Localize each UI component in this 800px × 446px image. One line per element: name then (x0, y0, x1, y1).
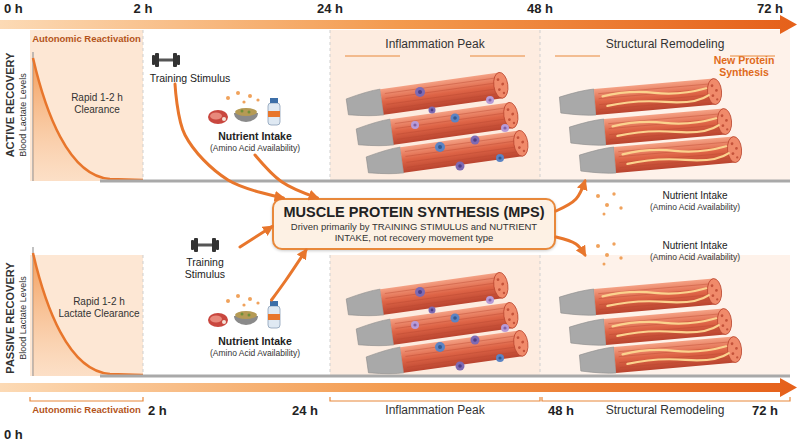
food-icon (208, 91, 280, 125)
nutrient-node: Nutrient Intake (Amino Acid Availability) (200, 97, 310, 155)
node-text: Training Stimulus (140, 72, 240, 84)
node-text: Inflammation Peak (330, 404, 540, 418)
flow-arrow (255, 155, 317, 198)
time-label: 48 h (520, 2, 560, 17)
time-gridline (540, 255, 541, 376)
flow-arrow (556, 237, 585, 255)
time-label: 72 h (750, 2, 790, 17)
time-label: 0 h (4, 2, 44, 17)
connector-group (175, 84, 585, 300)
stimulus-node: Training Stimulus (170, 236, 240, 280)
node-text: Autonomic Reactivation (30, 34, 143, 45)
time-label: 2 h (148, 404, 188, 419)
node-text: Structural Remodeling (540, 38, 790, 52)
node-text: (Amino Acid Availability) (200, 349, 310, 359)
node-text: Nutrient Intake (200, 130, 310, 142)
node-text: Nutrient Intake (200, 335, 310, 347)
node-text: MUSCLE PROTEIN SYNTHESIS (MPS) (283, 204, 544, 221)
time-label: 72 h (752, 404, 792, 419)
phase-bracket (30, 397, 790, 401)
lactate-curve (33, 52, 790, 181)
amino-dots (596, 192, 623, 215)
annotation: Rapid 1-2 h Lactate Clearance (56, 296, 142, 319)
annotation: Rapid 1-2 h Clearance (62, 92, 132, 115)
row-title: PASSIVE RECOVERY (4, 262, 17, 373)
time-label: 0 h (4, 428, 44, 443)
amino-dots (596, 242, 623, 265)
time-label: 48 h (548, 404, 588, 419)
time-gridline (143, 30, 144, 181)
inflamed-muscle (346, 271, 530, 377)
time-gridline (330, 255, 331, 376)
row-title: ACTIVE RECOVERY (4, 53, 17, 158)
flow-arrow (175, 84, 283, 198)
node-text: Driven primarily by TRAINING STIMULUS an… (282, 222, 546, 244)
food-icon (208, 294, 280, 328)
time-label: 24 h (310, 2, 350, 17)
process-box: MUSCLE PROTEIN SYNTHESIS (MPS)Driven pri… (272, 198, 556, 250)
nutrient-note: (Amino Acid Availability) (630, 203, 760, 213)
axis-label: Blood Lactate Levels (18, 276, 28, 360)
remodeled-muscle (559, 278, 743, 376)
flow-arrow (272, 250, 307, 300)
timeline-bar (0, 15, 797, 34)
time-label: 24 h (292, 404, 332, 419)
nutrient-node: Nutrient Intake (Amino Acid Availability) (200, 300, 310, 360)
node-text: Autonomic Reactivation (30, 405, 143, 416)
nutrient-note: Nutrient Intake (630, 190, 760, 202)
time-gridline (143, 255, 144, 376)
time-label: 2 h (123, 2, 163, 17)
remodeled-muscle (559, 78, 743, 176)
nutrient-note: Nutrient Intake (630, 240, 760, 252)
inflamed-muscle (346, 71, 530, 177)
dumbbell-icon (152, 53, 180, 67)
dumbbell-icon (191, 238, 219, 252)
time-gridline (330, 30, 331, 181)
phase-bracket (345, 56, 775, 57)
node-text: (Amino Acid Availability) (200, 144, 310, 154)
time-gridline (540, 30, 541, 181)
node-text: Training Stimulus (170, 256, 240, 280)
flow-arrow (240, 227, 272, 247)
axis-label: Blood Lactate Levels (18, 73, 28, 157)
timeline-bar (0, 378, 797, 397)
nutrient-note: (Amino Acid Availability) (630, 253, 760, 263)
flow-arrow (556, 181, 585, 211)
node-text: Inflammation Peak (330, 38, 540, 52)
node-text: New Protein Synthesis (700, 54, 788, 78)
